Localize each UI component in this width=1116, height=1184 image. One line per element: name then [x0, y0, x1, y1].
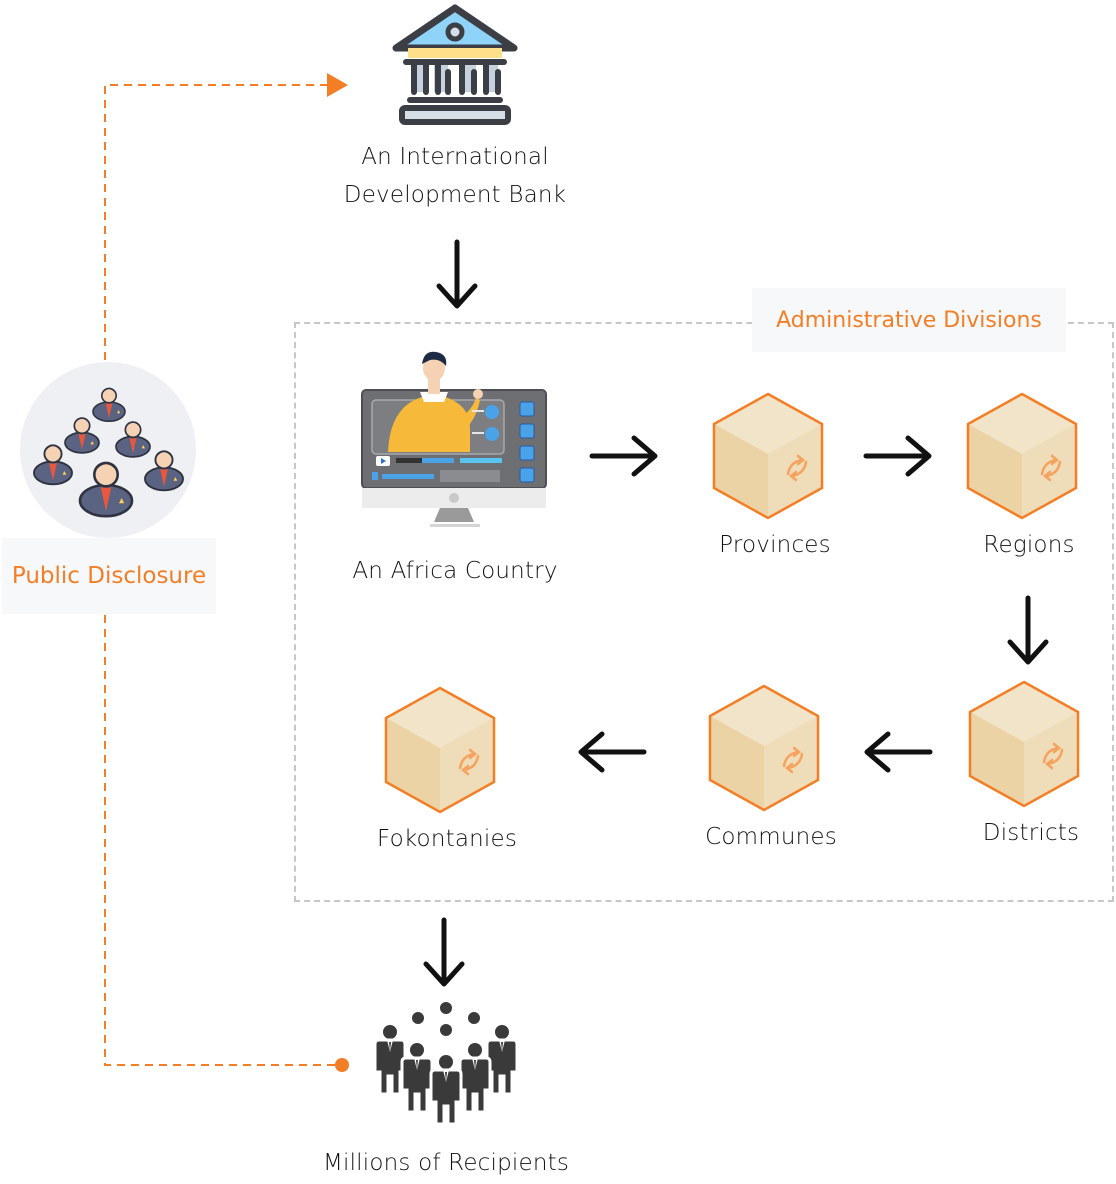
communes-node — [708, 684, 822, 814]
districts-label: Districts — [982, 820, 1080, 846]
administrative-divisions-group — [294, 322, 1114, 902]
cube-icon — [966, 392, 1078, 520]
bank-building-icon — [392, 4, 518, 125]
bank-label-line1: An International — [361, 144, 549, 170]
fokontanies-node — [384, 686, 498, 816]
fokontanies-label: Fokontanies — [376, 826, 518, 852]
public-disclosure-node — [20, 362, 196, 538]
regions-label: Regions — [983, 532, 1075, 558]
public-disclosure-label: Public Disclosure — [2, 538, 216, 614]
arrow-provinces-to-regions — [863, 435, 932, 477]
disclosure-to-bank-connector — [104, 84, 330, 360]
cube-icon — [712, 392, 824, 520]
disclosure-to-recipients-connector — [104, 615, 335, 1066]
cube-icon — [384, 686, 496, 814]
arrow-bank-to-country — [436, 239, 478, 309]
recipients-label: Millions of Recipients — [322, 1150, 570, 1176]
recipients-node — [370, 1000, 522, 1128]
disclosure-to-bank-arrowhead — [327, 73, 348, 97]
arrow-country-to-provinces — [589, 435, 658, 477]
arrow-regions-to-districts — [1007, 595, 1049, 665]
arrow-communes-to-fokontanies — [578, 731, 647, 773]
arrow-districts-to-communes — [864, 731, 933, 773]
bank-node — [388, 2, 522, 126]
country-label: An Africa Country — [352, 558, 558, 584]
communes-label: Communes — [705, 824, 837, 850]
provinces-label: Provinces — [719, 532, 831, 558]
bank-label-line2: Development Bank — [343, 182, 567, 208]
bank-label: An International Development Bank — [320, 138, 590, 214]
administrative-divisions-title: Administrative Divisions — [752, 288, 1066, 352]
crowd-icon — [373, 1002, 519, 1126]
cube-icon — [708, 684, 820, 812]
regions-node — [966, 392, 1080, 522]
provinces-node — [712, 392, 826, 522]
country-node — [360, 348, 550, 532]
disclosure-to-recipients-dot — [335, 1058, 349, 1072]
officials-group-icon — [33, 387, 184, 518]
districts-node — [968, 680, 1082, 810]
computer-presenter-icon — [361, 351, 547, 527]
arrow-divisions-to-recipients — [423, 917, 465, 987]
cube-icon — [968, 680, 1080, 808]
